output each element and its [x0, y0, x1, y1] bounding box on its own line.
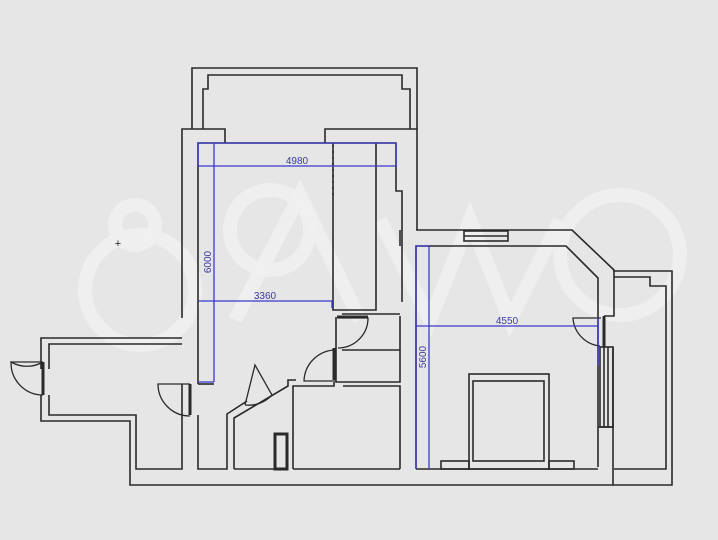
balcony-top [191, 67, 418, 129]
crosshair-cursor-icon: + [115, 238, 121, 250]
room-living [181, 128, 418, 384]
room-bedroom [399, 229, 615, 470]
dimension-label-5600: 5600 [418, 345, 429, 368]
dimension-labels: 4980 6000 3360 4550 5600 [203, 156, 519, 368]
room-hall [40, 337, 400, 486]
dimension-label-6000: 6000 [203, 250, 214, 273]
room-bathrooms [197, 313, 401, 471]
dimension-label-4550: 4550 [496, 316, 519, 327]
loggia-right [400, 270, 673, 486]
dimension-label-3360: 3360 [254, 291, 277, 302]
doors [10, 315, 601, 417]
dimension-lines [197, 142, 599, 469]
door-entrance-icon [10, 360, 44, 396]
watermark-logo [78, 179, 687, 352]
dimension-label-4980: 4980 [286, 156, 309, 167]
